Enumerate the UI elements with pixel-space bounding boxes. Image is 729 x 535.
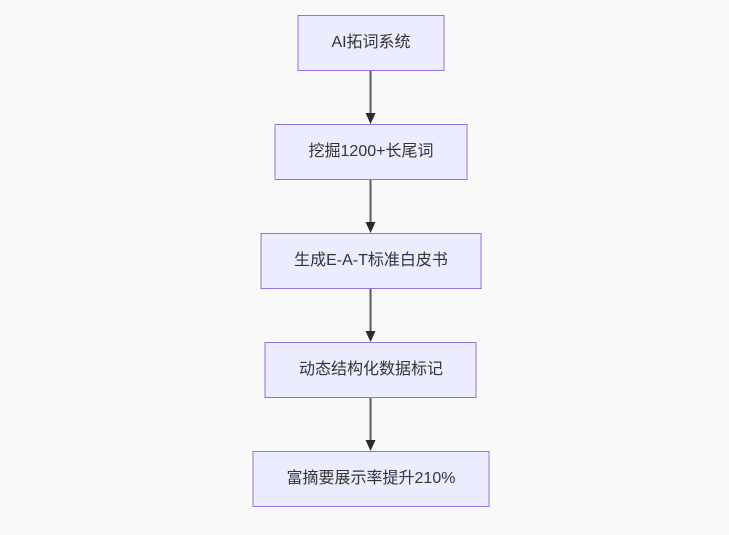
- arrow-down-icon: [366, 113, 376, 124]
- flow-edge-3: [366, 289, 376, 342]
- arrow-line: [370, 180, 372, 222]
- arrow-line: [370, 398, 372, 440]
- flow-node-eat-whitepaper: 生成E-A-T标准白皮书: [260, 233, 482, 289]
- flow-edge-4: [366, 398, 376, 451]
- arrow-down-icon: [366, 222, 376, 233]
- flow-node-longtail-mining: 挖掘1200+长尾词: [274, 124, 468, 180]
- flow-node-structured-data: 动态结构化数据标记: [264, 342, 477, 398]
- arrow-down-icon: [366, 331, 376, 342]
- arrow-line: [370, 289, 372, 331]
- arrow-line: [370, 71, 372, 113]
- arrow-down-icon: [366, 440, 376, 451]
- flow-node-ai-word-system: AI拓词系统: [297, 15, 445, 71]
- flow-node-rich-snippet-result: 富摘要展示率提升210%: [252, 451, 490, 507]
- flow-edge-2: [366, 180, 376, 233]
- flowchart: AI拓词系统 挖掘1200+长尾词 生成E-A-T标准白皮书 动态结构化数据标记…: [252, 15, 490, 507]
- flow-edge-1: [366, 71, 376, 124]
